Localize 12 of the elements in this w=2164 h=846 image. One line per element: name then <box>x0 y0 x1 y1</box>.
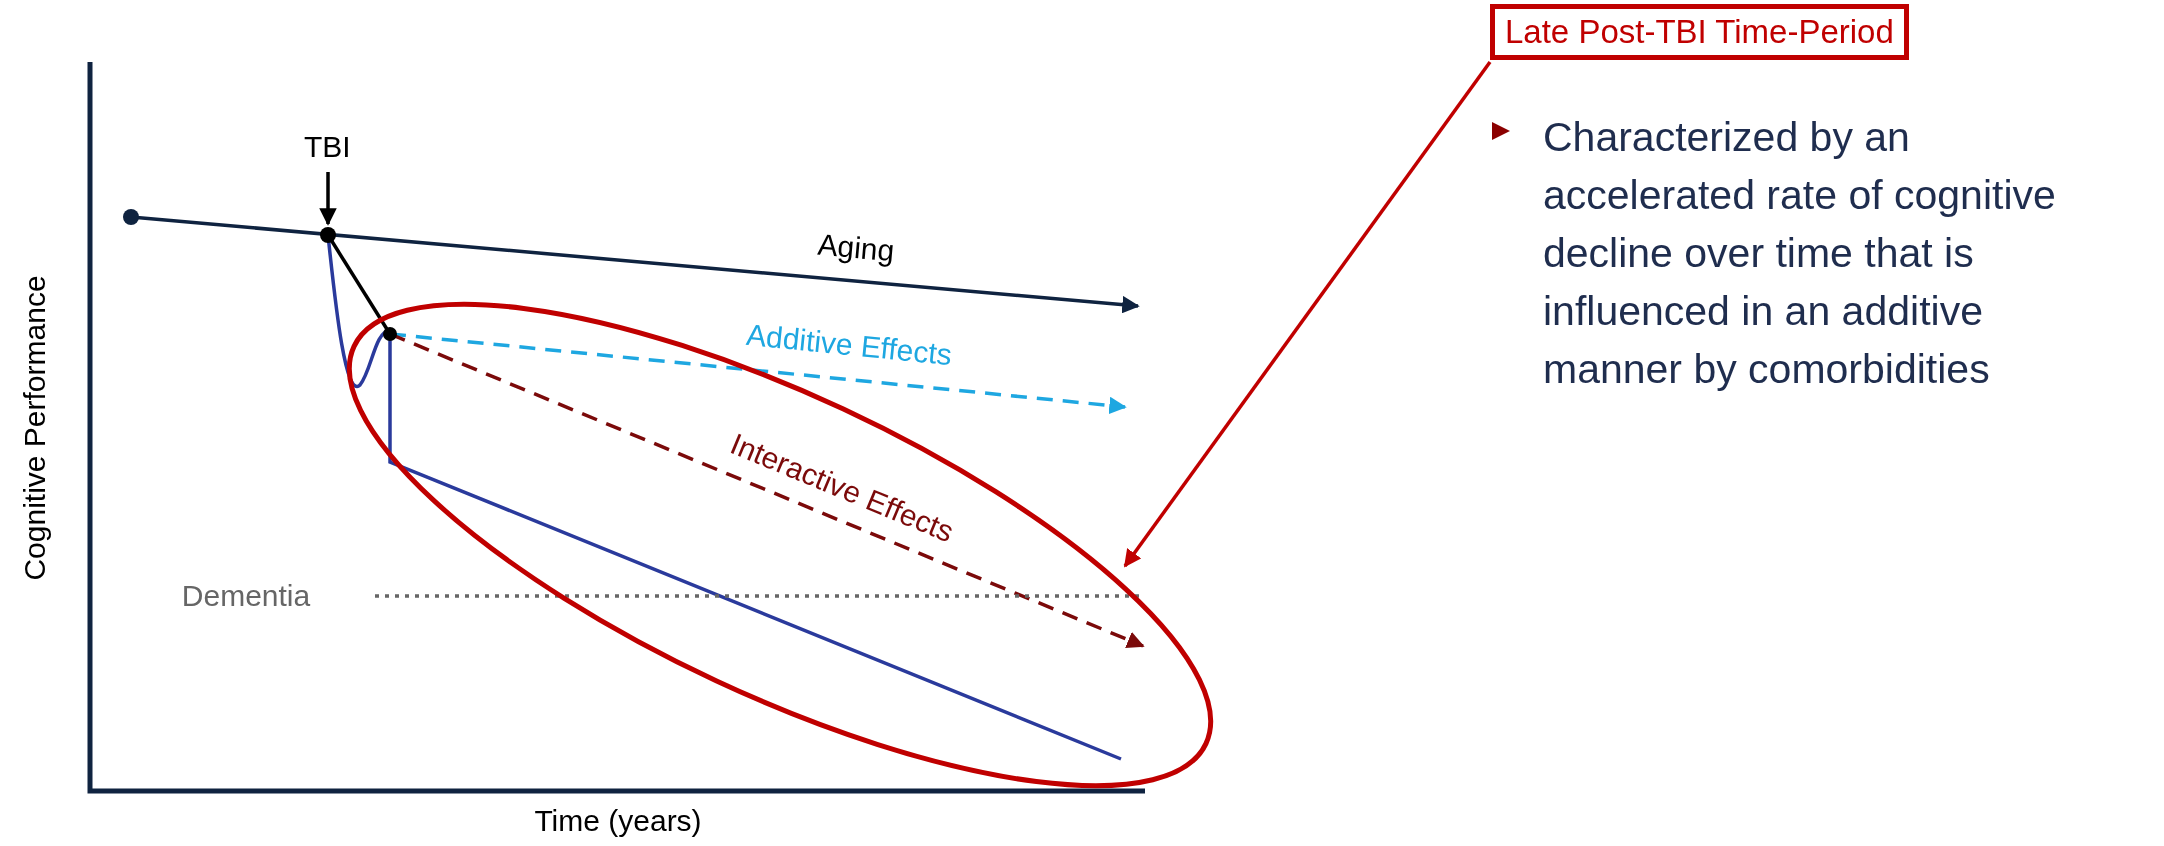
title-box: Late Post-TBI Time-Period <box>1490 4 1909 60</box>
description-text: Characterized by an accelerated rate of cognitive decline over time that is influenced in an additive manner by comorbidities <box>1543 113 2057 394</box>
axis-title: Time (years) <box>534 804 702 838</box>
arrow <box>1123 60 1492 568</box>
point-marker <box>320 227 336 243</box>
threshold-label: Dementia <box>181 579 311 613</box>
event-label: TBI <box>304 130 351 164</box>
highlight-ellipse <box>346 302 1214 788</box>
line-label: Aging <box>816 227 896 269</box>
axis-title: Cognitive Performance <box>18 275 52 581</box>
arrow <box>319 172 337 226</box>
line-label: Additive Effects <box>744 317 954 373</box>
